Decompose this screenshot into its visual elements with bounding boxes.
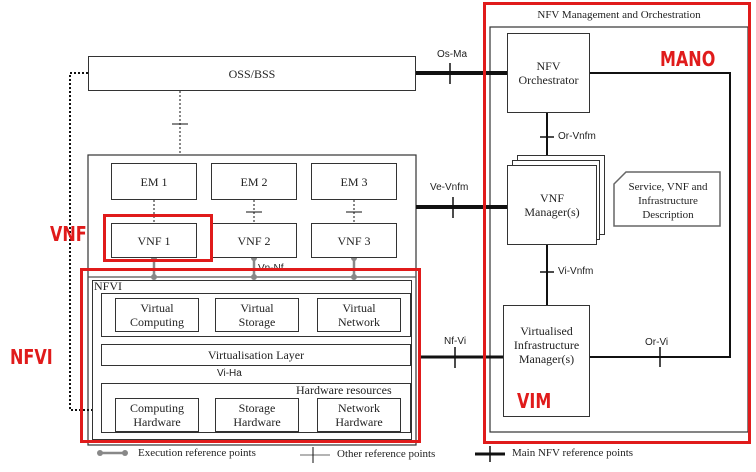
label-os-ma: Os-Ma — [437, 49, 467, 60]
label-vi-ha: Vi-Ha — [217, 368, 242, 379]
em-1[interactable]: EM 1 — [111, 163, 197, 200]
oss-bss[interactable]: OSS/BSS — [88, 56, 416, 91]
virtualisation-layer[interactable]: Virtualisation Layer — [101, 344, 411, 366]
storage-hardware[interactable]: Storage Hardware — [215, 398, 299, 432]
nfv-orchestrator[interactable]: NFV Orchestrator — [507, 33, 590, 113]
legend-main: Main NFV reference points — [512, 447, 634, 459]
mano-label: MANO — [660, 47, 716, 71]
vnf-3[interactable]: VNF 3 — [311, 223, 397, 258]
em-2[interactable]: EM 2 — [211, 163, 297, 200]
label-ve-vnfm: Ve-Vnfm — [430, 182, 469, 193]
mano-highlight — [483, 2, 751, 444]
vnf-manager[interactable]: VNF Manager(s) — [507, 165, 597, 245]
nfvi-highlight — [80, 268, 421, 443]
legend-execution: Execution reference points — [138, 447, 256, 459]
label-vi-vnfm: Vi-Vnfm — [558, 266, 594, 277]
vnf-2[interactable]: VNF 2 — [211, 223, 297, 258]
nfvi-highlight-label: NFVI — [10, 345, 53, 369]
virtual-computing[interactable]: Virtual Computing — [115, 298, 199, 332]
descriptor-box: Service, VNF and Infrastructure Descript… — [628, 181, 708, 221]
label-or-vi: Or-Vi — [645, 337, 669, 348]
computing-hardware[interactable]: Computing Hardware — [115, 398, 199, 432]
vnf-1[interactable]: VNF 1 — [111, 223, 197, 258]
label-or-vnfm: Or-Vnfm — [558, 131, 596, 142]
virtual-storage[interactable]: Virtual Storage — [215, 298, 299, 332]
virtual-network[interactable]: Virtual Network — [317, 298, 401, 332]
label-nf-vi: Nf-Vi — [444, 336, 467, 347]
vnf-highlight — [103, 214, 213, 262]
legend-other: Other reference points — [337, 448, 436, 460]
em-3[interactable]: EM 3 — [311, 163, 397, 200]
vim-label: VIM — [517, 389, 552, 413]
vnf-label: VNF — [50, 222, 87, 246]
nfvi-label: NFVI — [94, 279, 123, 293]
hardware-resources-label: Hardware resources — [296, 383, 392, 397]
mano-title: NFV Management and Orchestration — [537, 9, 701, 21]
vim-box[interactable]: Virtualised Infrastructure Manager(s) — [503, 305, 590, 417]
network-hardware[interactable]: Network Hardware — [317, 398, 401, 432]
